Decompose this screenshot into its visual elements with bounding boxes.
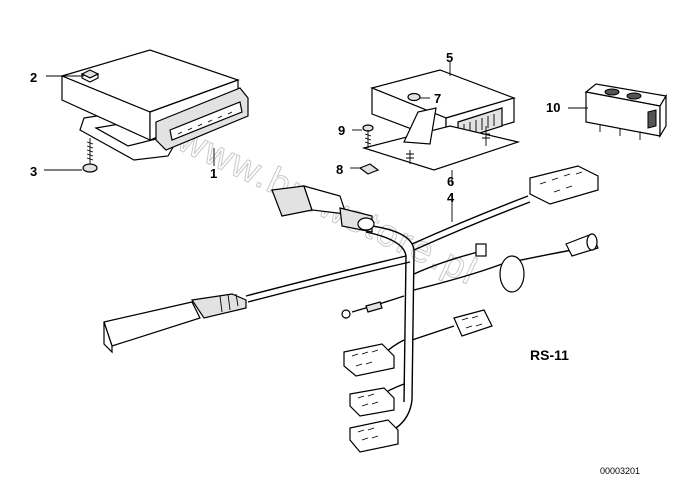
callout-8: 8 <box>336 162 343 177</box>
switch-part-10[interactable] <box>584 83 667 140</box>
control-unit-part-1[interactable] <box>60 49 249 161</box>
callout-1: 1 <box>210 166 217 181</box>
wiring-harness-part-4[interactable] <box>103 165 599 453</box>
callout-2: 2 <box>30 70 37 85</box>
callout-10: 10 <box>546 100 560 115</box>
callout-9: 9 <box>338 123 345 138</box>
screw-part-3[interactable] <box>82 138 98 173</box>
callout-6: 6 <box>447 174 454 189</box>
diagram-code: RS-11 <box>530 347 569 363</box>
bracket-part-6[interactable] <box>361 107 521 171</box>
callout-7: 7 <box>434 91 441 106</box>
screw-part-9[interactable] <box>362 124 374 148</box>
callout-4: 4 <box>447 190 455 205</box>
leader-lines <box>44 62 588 222</box>
clip-nut-part-8[interactable] <box>358 163 380 175</box>
callout-5: 5 <box>446 50 453 65</box>
callout-3: 3 <box>30 164 37 179</box>
image-number: 00003201 <box>600 466 640 476</box>
